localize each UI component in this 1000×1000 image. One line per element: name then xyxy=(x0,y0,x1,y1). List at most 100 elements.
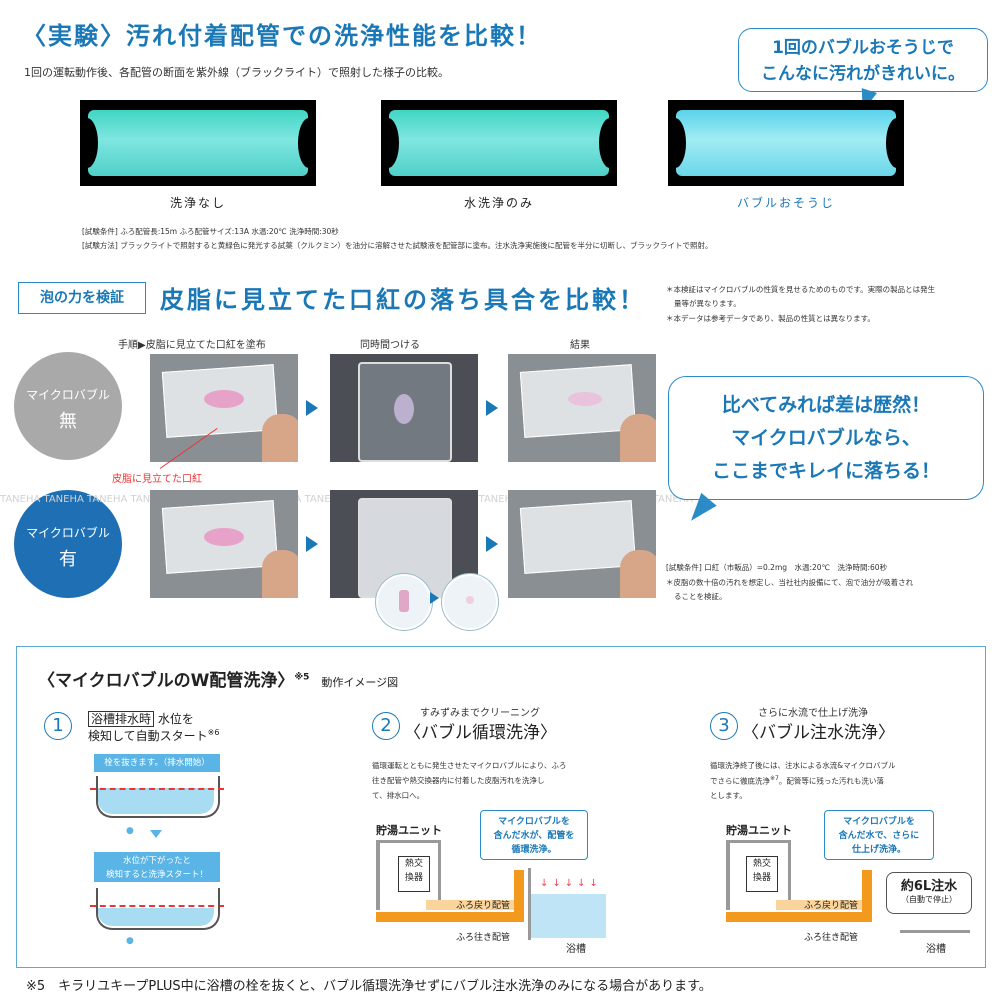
row-without-bottom: 無 xyxy=(59,411,77,432)
step3-small: さらに水流で仕上げ洗浄 xyxy=(758,708,868,719)
pipe-photo-water-only xyxy=(381,100,617,186)
step2-hx2: 換器 xyxy=(404,873,423,883)
droplet-icon: ● xyxy=(126,936,134,946)
step1-bar2: 水位が下がったと 検知すると洗浄スタート！ xyxy=(94,852,220,882)
tub-wall xyxy=(528,868,531,940)
experiment-title: 〈実験〉汚れ付着配管での洗浄性能を比較！ xyxy=(22,22,542,50)
step2-note2: 含んだ水が、配管を xyxy=(493,831,575,841)
go-pipe-riser xyxy=(514,870,524,922)
step1-bar2b: 検知すると洗浄スタート！ xyxy=(105,870,208,880)
unit-wall xyxy=(438,840,441,910)
step2-desc3: て、排水口へ。 xyxy=(372,791,425,800)
step3-hx2: 換器 xyxy=(752,873,771,883)
unit-wall xyxy=(788,840,791,910)
photo-soak-without xyxy=(330,354,478,462)
foam-condition2a: ＊皮脂の数十倍の汚れを想定し、当社社内設備にて、泡で油分が吸着され xyxy=(666,578,914,587)
step2-desc1: 循環運転とともに発生させたマイクロバブルにより、ふろ xyxy=(372,761,567,770)
tub-low xyxy=(96,888,220,930)
step1-text: 浴槽排水時 水位を xyxy=(88,710,194,727)
step3-desc2b: 。配管等に残った汚れも洗い落 xyxy=(778,776,884,786)
unit-roof xyxy=(726,840,790,843)
photo-apply-without xyxy=(150,354,298,462)
foam-condition: [試験条件] 口紅（市販品）=0.2mg 水温:20℃ 洗浄時間:60秒 xyxy=(666,563,888,572)
return-pipe xyxy=(426,900,522,910)
tub-full-water xyxy=(98,788,214,814)
step3-fill1: 約6L注水 xyxy=(900,879,958,894)
w-pipe-title-sub: 動作イメージ図 xyxy=(321,676,399,689)
step3-unit-label: 貯湯ユニット xyxy=(726,824,792,837)
step3-hx1: 熱交 xyxy=(752,859,771,869)
heat-exchanger-icon: 熱交 換器 xyxy=(746,856,778,892)
step3-title: 〈バブル注水洗浄〉 xyxy=(742,723,895,743)
tub-full xyxy=(96,776,220,818)
go-pipe-riser xyxy=(862,870,872,922)
droplet-icon: ● xyxy=(126,826,134,836)
w-pipe-title-sup: ※5 xyxy=(294,672,310,683)
arrow-right-icon xyxy=(486,400,498,416)
unit-roof xyxy=(376,840,440,843)
experiment-method: [試験方法] ブラックライトで照射すると黄緑色に発光する試薬（クルクミン）を油分… xyxy=(82,241,713,250)
step1-sup: ※6 xyxy=(207,728,220,737)
water-line xyxy=(90,788,224,790)
result-bubble: 比べてみれば差は歴然！ マイクロバブルなら、 ここまでキレイに落ちる！ xyxy=(668,376,984,500)
step1-text2: 検知して自動スタート xyxy=(88,729,208,743)
heat-exchanger-icon: 熱交 換器 xyxy=(398,856,430,892)
caption-water-only: 水洗浄のみ xyxy=(463,196,534,210)
row-without-top: マイクロバブル xyxy=(26,388,110,402)
step-label-soak: 同時間つける xyxy=(360,340,420,351)
step3-tub-label: 浴槽 xyxy=(926,944,946,955)
pipe-photo-bubble xyxy=(668,100,904,186)
step1-text-line2: 検知して自動スタート※6 xyxy=(88,727,219,744)
photo-apply-with xyxy=(150,490,298,598)
arrow-right-icon xyxy=(306,536,318,552)
step2-hx1: 熱交 xyxy=(404,859,423,869)
arrow-right-icon xyxy=(306,400,318,416)
step3-desc2: でさらに徹底洗浄※7。配管等に残った汚れも洗い落 xyxy=(710,775,884,787)
step3-fill2: （自動で停止） xyxy=(901,895,957,904)
unit-wall xyxy=(726,840,730,910)
go-pipe xyxy=(376,912,524,922)
result-line3: ここまでキレイに落ちる！ xyxy=(711,460,940,482)
step3-desc2a: でさらに徹底洗浄 xyxy=(710,776,770,786)
water-line-low xyxy=(90,905,224,907)
foam-note2: ＊本データは参考データであり、製品の性質とは異なります。 xyxy=(666,314,875,323)
photo-result-without xyxy=(508,354,656,462)
step2-small: すみずみまでクリーニング xyxy=(420,708,540,719)
row-label-with: マイクロバブル 有 xyxy=(14,490,122,598)
footnote: ※5 キラリユキープPLUS中に浴槽の栓を抜くと、バブル循環洗浄せずにバブル注水… xyxy=(26,979,712,994)
row-with-bottom: 有 xyxy=(59,549,77,570)
photo-result-with xyxy=(508,490,656,598)
experiment-condition: [試験条件] ふろ配管長:15m ふろ配管サイズ:13A 水温:20℃ 洗浄時間… xyxy=(82,227,339,236)
step3-return-label: ふろ戻り配管 xyxy=(804,901,859,911)
foam-note1: ＊本検証はマイクロバブルの性質を見せるためのものです。実際の製品とは発生 xyxy=(666,285,936,294)
step2-return-label: ふろ戻り配管 xyxy=(456,901,511,911)
step1-text1: 水位を xyxy=(157,712,194,726)
w-pipe-section xyxy=(16,646,986,968)
step2-title: 〈バブル循環洗浄〉 xyxy=(404,723,557,743)
caption-no-wash: 洗浄なし xyxy=(169,196,226,210)
step-label-result: 結果 xyxy=(570,340,590,351)
tub-floor xyxy=(900,930,970,933)
down-arrow-icon xyxy=(150,830,162,838)
foam-tag: 泡の力を検証 xyxy=(18,282,146,314)
step1-bar2a: 水位が下がったと xyxy=(122,856,191,866)
step3-number: 3 xyxy=(710,712,738,740)
foam-note1b: 量等が異なります。 xyxy=(674,299,741,308)
foam-title: 皮脂に見立てた口紅の落ち具合を比較！ xyxy=(160,286,646,314)
foam-condition2b: ることを検証。 xyxy=(674,592,727,601)
step1-number: 1 xyxy=(44,712,72,740)
callout-bubble: 1回のバブルおそうじで こんなに汚れがきれいに。 xyxy=(738,28,988,92)
step3-note3: 仕上げ洗浄。 xyxy=(851,845,906,855)
step3-desc1: 循環洗浄終了後には、注水による水流&マイクロバブル xyxy=(710,761,896,770)
tub-low-water xyxy=(98,908,214,926)
row-with-top: マイクロバブル xyxy=(26,526,110,540)
lipstick-label: 皮脂に見立てた口紅 xyxy=(112,474,202,485)
step3-go-label: ふろ往き配管 xyxy=(804,933,859,943)
step2-number: 2 xyxy=(372,712,400,740)
step1-bar1: 栓を抜きます。（排水開始） xyxy=(94,754,220,772)
caption-bubble: バブルおそうじ xyxy=(736,196,835,210)
return-pipe xyxy=(776,900,868,910)
zoom-circle-after xyxy=(442,574,498,630)
step2-note1: マイクロバブルを xyxy=(498,817,570,827)
step2-desc2: 往き配管や熱交換器内に付着した皮脂汚れを洗浄し xyxy=(372,776,545,785)
